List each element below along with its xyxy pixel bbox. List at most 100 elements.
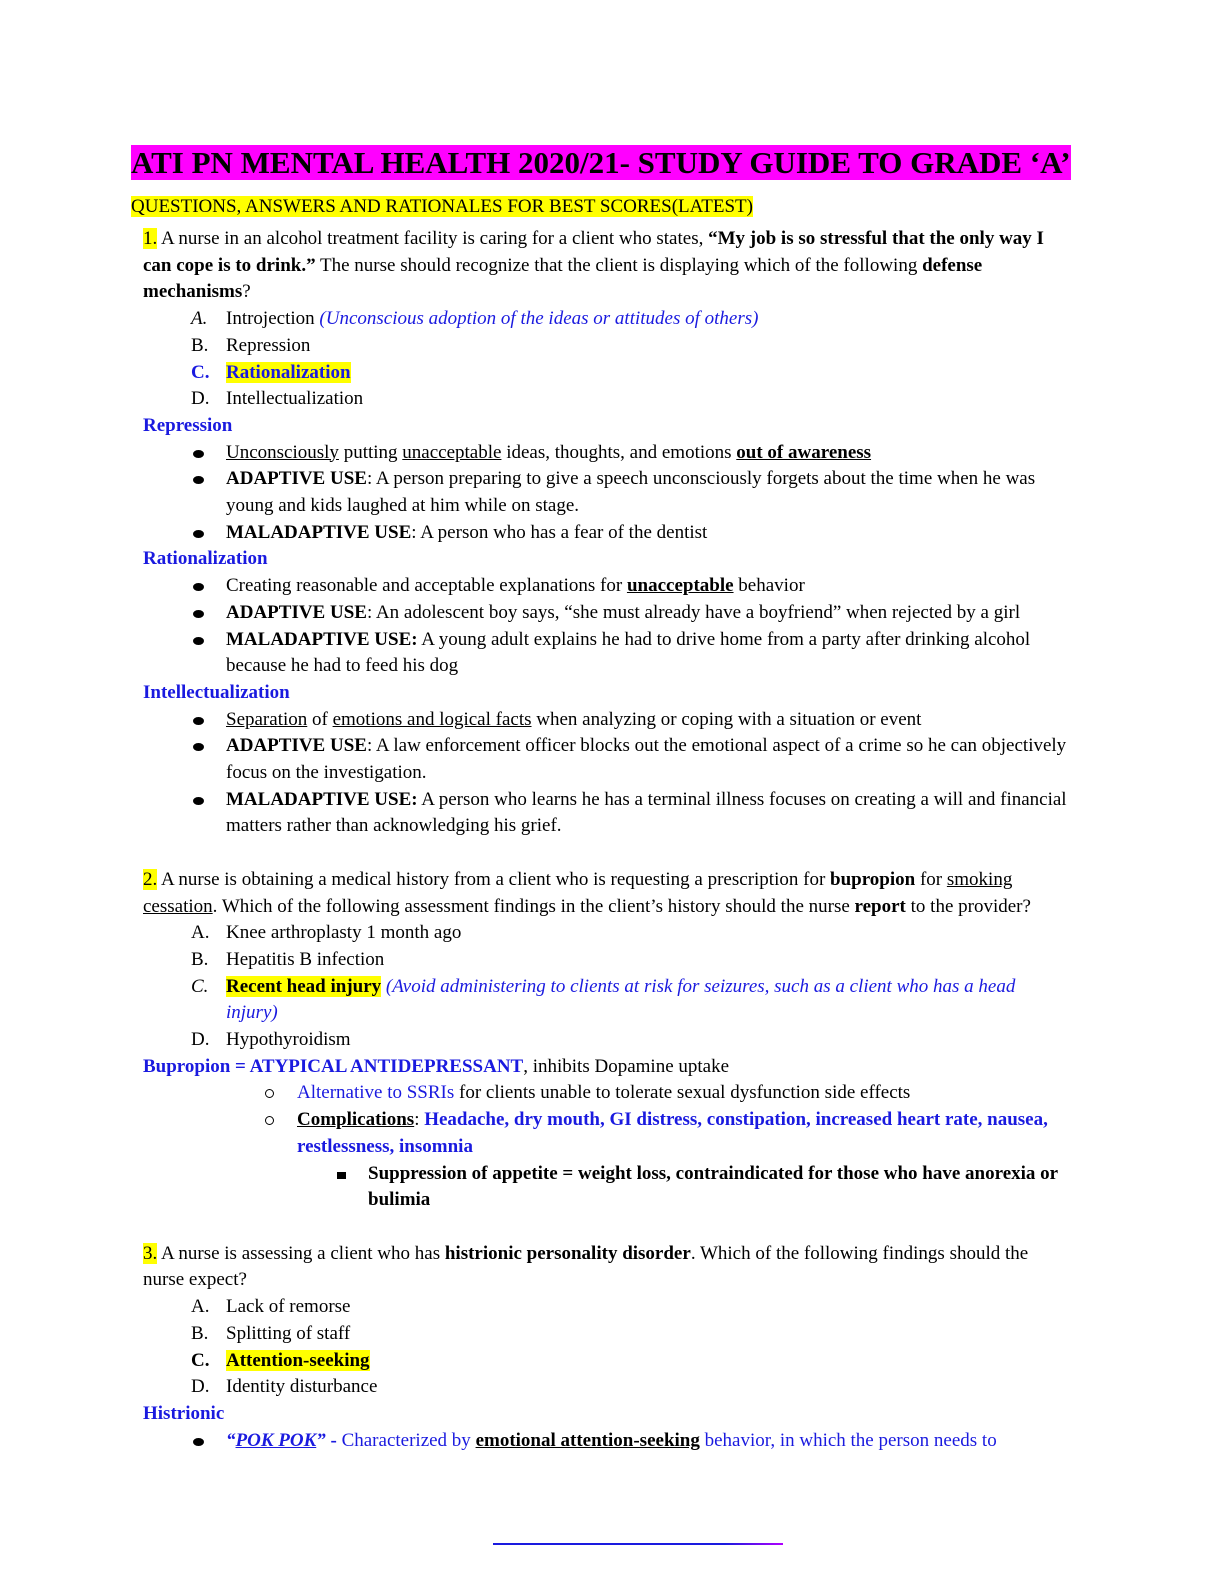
- option-text: Attention-seeking: [226, 1349, 370, 1371]
- bullet-text: Characterized by: [341, 1429, 476, 1451]
- correct-answer-option: C. Rationalization: [143, 360, 1071, 387]
- answer-option: B.Hepatitis B infection: [143, 947, 1071, 974]
- option-letter: A.: [191, 922, 210, 944]
- question-2-stem: 2. A nurse is obtaining a medical histor…: [143, 867, 1071, 920]
- sub-bullet-text: for clients unable to tolerate sexual dy…: [454, 1082, 911, 1104]
- bullet-item: MALADAPTIVE USE: A person who has a fear…: [143, 520, 1071, 547]
- sub-sub-bullet-item: Suppression of appetite = weight loss, c…: [143, 1161, 1071, 1214]
- bullet-text: behavior: [733, 575, 805, 597]
- bullet-icon: [193, 583, 204, 592]
- bullet-item: ADAPTIVE USE: An adolescent boy says, “s…: [143, 600, 1071, 627]
- stem-text: A nurse in an alcohol treatment facility…: [157, 228, 709, 249]
- sub-bullet-label: Complications: [297, 1109, 415, 1131]
- question-number: 2.: [143, 868, 158, 890]
- bullet-icon: [193, 636, 204, 645]
- option-letter: C.: [191, 975, 209, 997]
- document-page: ATI PN MENTAL HEALTH 2020/21- STUDY GUID…: [131, 142, 1071, 1454]
- underlined-text: emotions and logical facts: [332, 708, 532, 730]
- sub-bullet-highlight: Headache, dry mouth, GI distress, consti…: [297, 1109, 1048, 1157]
- mnemonic-text: POK POK: [235, 1429, 317, 1451]
- stem-text: A nurse is obtaining a medical history f…: [157, 868, 831, 890]
- bullet-text: : A person preparing to give a speech un…: [226, 468, 1036, 517]
- bullet-icon: [193, 529, 204, 538]
- option-letter: B.: [191, 948, 209, 970]
- option-text: Identity disturbance: [226, 1376, 378, 1398]
- correct-answer-option: C. Recent head injury (Avoid administerin…: [143, 974, 1071, 1027]
- option-note: (Avoid administering to clients at risk …: [226, 975, 1016, 1024]
- spacer: [131, 840, 1071, 867]
- dash: -: [325, 1429, 342, 1451]
- circle-bullet-icon: [265, 1116, 274, 1126]
- option-letter: D.: [191, 388, 210, 410]
- drug-heading: Bupropion = ATYPICAL ANTIDEPRESSANT: [143, 1055, 524, 1077]
- bullet-icon: [193, 716, 204, 725]
- bullet-text: ideas, thoughts, and emotions: [501, 441, 737, 463]
- option-text: Rationalization: [226, 361, 351, 383]
- bullet-text: behavior, in which the person needs to: [699, 1429, 997, 1451]
- underlined-text: Separation: [226, 708, 308, 730]
- section-heading: Repression: [143, 414, 233, 436]
- option-text: Knee arthroplasty 1 month ago: [226, 922, 462, 944]
- sub-bullet-text: :: [414, 1109, 420, 1131]
- bullet-icon: [193, 449, 204, 458]
- bullet-icon: [193, 1437, 204, 1446]
- section-heading: Histrionic: [143, 1402, 225, 1424]
- circle-bullet-icon: [265, 1089, 274, 1099]
- answer-option: A. Knee arthroplasty 1 month ago: [143, 920, 1071, 947]
- option-letter: C.: [191, 361, 210, 383]
- stem-text: A nurse is assessing a client who has: [157, 1242, 445, 1264]
- bullet-item: MALADAPTIVE USE: A person who learns he …: [143, 787, 1071, 840]
- option-text: Repression: [226, 334, 311, 356]
- bullet-label: MALADAPTIVE USE: [226, 521, 412, 543]
- option-letter: D.: [191, 1029, 210, 1051]
- page-subtitle: QUESTIONS, ANSWERS AND RATIONALES FOR BE…: [131, 194, 1071, 220]
- option-text: Intellectualization: [226, 388, 364, 410]
- title-text: ATI PN MENTAL HEALTH 2020/21- STUDY GUID…: [131, 145, 1071, 180]
- sub-sub-bullet-text: Suppression of appetite = weight loss, c…: [368, 1162, 1058, 1211]
- bullet-icon: [193, 476, 204, 485]
- underlined-text: smoking cessation: [143, 868, 1013, 917]
- underlined-bold-text: out of awareness: [736, 441, 872, 463]
- quote-mark: “: [226, 1429, 236, 1451]
- bullet-item: Separation of emotions and logical facts…: [143, 707, 1071, 734]
- option-text: Introjection: [226, 308, 315, 330]
- option-letter: B.: [191, 334, 209, 356]
- bullet-text: when analyzing or coping with a situatio…: [531, 708, 922, 730]
- stem-text: . Which of the following assessment find…: [212, 895, 855, 917]
- correct-answer-option: C. Attention-seeking: [143, 1348, 1071, 1375]
- quote-mark: ”: [316, 1429, 326, 1451]
- bullet-icon: [193, 609, 204, 618]
- bullet-item: Creating reasonable and acceptable expla…: [143, 573, 1071, 600]
- page-title: ATI PN MENTAL HEALTH 2020/21- STUDY GUID…: [131, 142, 1071, 184]
- option-text: Recent head injury: [226, 975, 382, 997]
- option-text: Lack of remorse: [226, 1296, 351, 1318]
- spacer: [131, 1214, 1071, 1241]
- question-number: 1.: [143, 228, 158, 249]
- question-3: 3. A nurse is assessing a client who has…: [143, 1241, 1071, 1455]
- bullet-text: A person who learns he has a terminal il…: [226, 788, 1067, 837]
- bullet-text: A young adult explains he had to drive h…: [226, 628, 1031, 677]
- option-letter: A.: [191, 1296, 210, 1318]
- bullet-label: MALADAPTIVE USE:: [226, 628, 418, 650]
- option-letter: C.: [191, 1349, 210, 1371]
- bullet-label: ADAPTIVE USE: [226, 735, 367, 757]
- link-underline: [493, 1543, 783, 1545]
- drug-heading-rest: , inhibits Dopamine uptake: [523, 1055, 730, 1077]
- stem-text: ?: [242, 281, 251, 303]
- bullet-text: : A law enforcement officer blocks out t…: [226, 735, 1067, 784]
- option-letter: B.: [191, 1322, 209, 1344]
- question-2: 2. A nurse is obtaining a medical histor…: [143, 867, 1071, 1214]
- bullet-item: Unconsciously putting unacceptable ideas…: [143, 440, 1071, 467]
- question-1-stem: 1. A nurse in an alcohol treatment facil…: [143, 226, 1071, 306]
- bullet-item: “POK POK” - Characterized by emotional a…: [143, 1428, 1071, 1455]
- bullet-item: MALADAPTIVE USE: A young adult explains …: [143, 627, 1071, 680]
- stem-text: . Which of the following findings should…: [143, 1242, 1029, 1291]
- bullet-icon: [193, 796, 204, 805]
- answer-option: A.Introjection (Unconscious adoption of …: [143, 306, 1071, 333]
- option-text: Hypothyroidism: [226, 1029, 351, 1051]
- answer-option: A. Lack of remorse: [143, 1294, 1071, 1321]
- answer-option: D. Hypothyroidism: [143, 1027, 1071, 1054]
- bullet-text: of: [307, 708, 333, 730]
- bullet-item: ADAPTIVE USE: A law enforcement officer …: [143, 733, 1071, 786]
- bullet-label: ADAPTIVE USE: [226, 468, 367, 490]
